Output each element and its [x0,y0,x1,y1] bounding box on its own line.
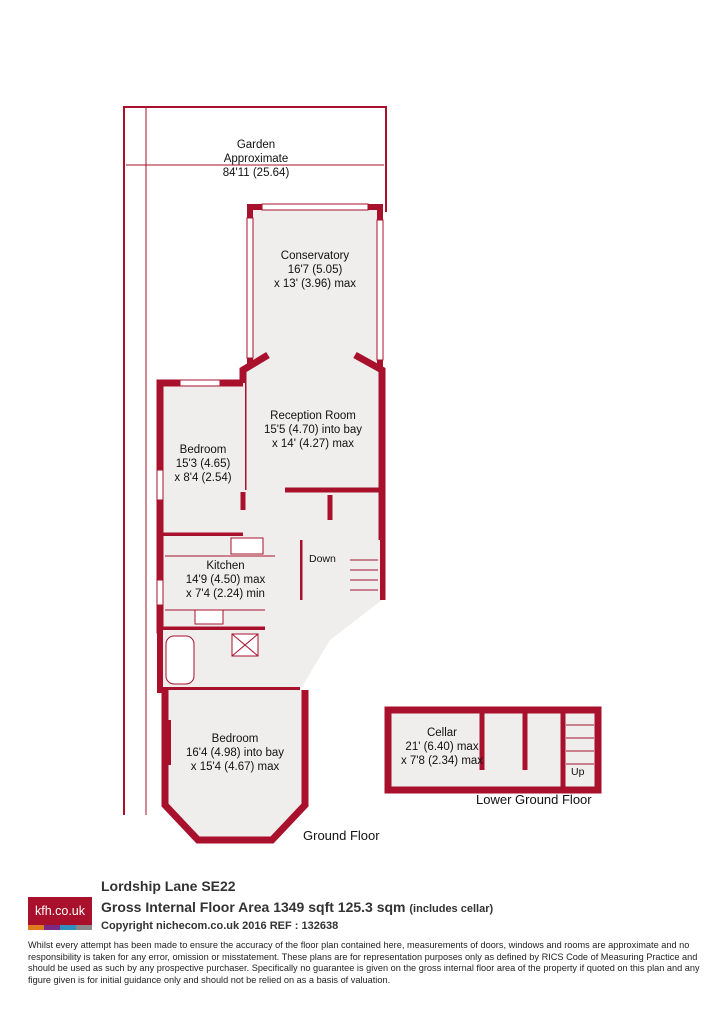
copyright: Copyright nichecom.co.uk 2016 REF : 1326… [101,920,339,932]
garden-dim: 84'11 (25.64) [222,167,290,179]
cellar-wall [384,706,602,794]
bedroom1-window-left [156,469,164,501]
reception-floor [243,335,382,490]
conservatory-window-left [246,217,254,359]
bedroom2-name: Bedroom [211,733,259,745]
logo-strip-orange [28,925,44,930]
logo-strip-grey [76,925,92,930]
cellar-label: Cellar 21' (6.40) max x 7'8 (2.34) max [392,726,492,768]
conservatory-dim2: x 13' (3.96) max [273,278,357,290]
cellar-name: Cellar [426,727,458,739]
bedroom2-wall [161,690,309,844]
stairs-down-label: Down [309,553,336,565]
kitchen-dim2: x 7'4 (2.24) min [186,588,265,600]
bedroom1-window-top [179,379,221,387]
bedroom1-dim2: x 8'4 (2.54) [174,472,232,484]
logo-strip-blue [60,925,76,930]
conservatory-window-top [261,203,369,211]
stairs-up-label: Up [571,766,585,778]
shower-cross-b [231,633,259,657]
cellar-stairs [566,724,594,765]
conservatory-window-right [376,219,384,361]
bedroom2-fireplace [165,720,171,765]
kitchen-window-left [156,579,164,606]
kitchen-name: Kitchen [206,560,245,572]
logo-text: kfh.co.uk [34,904,86,918]
bedroom2-floor [163,690,305,840]
hall-wall-mid [240,487,380,600]
bedroom1-label: Bedroom 15'3 (4.65) x 8'4 (2.54) [164,443,242,485]
floor-area-note: (includes cellar) [409,903,494,915]
bedroom2-label: Bedroom 16'4 (4.98) into bay x 15'4 (4.6… [170,732,300,774]
garden-name: Garden [236,139,276,151]
garden-approx: Approximate [223,153,289,165]
walls [123,106,602,844]
conservatory-label: Conservatory 16'7 (5.05) x 13' (3.96) ma… [255,249,375,291]
conservatory-name: Conservatory [280,250,350,262]
cellar-partitions [479,712,566,788]
logo-box [28,897,92,925]
kfh-logo: kfh.co.uk [28,897,92,931]
cellar-dim2: x 7'8 (2.34) max [400,755,484,767]
bedroom1-dim1: 15'3 (4.65) [175,458,231,470]
bedroom1-floor [160,383,245,536]
conservatory-dim1: 16'7 (5.05) [287,264,343,276]
reception-dim2: x 14' (4.27) max [271,438,355,450]
reception-name: Reception Room [270,410,356,422]
kitchen-floor [160,536,300,630]
garden-label: Garden Approximate 84'11 (25.64) [196,138,316,180]
logo-strip [28,925,92,930]
sink [194,609,224,625]
floor-area: Gross Internal Floor Area 1349 sqft 125.… [101,899,493,915]
stairs-treads [350,559,378,591]
logo-strip-purple [44,925,60,930]
reception-dim1: 15'5 (4.70) into bay [263,424,363,436]
disclaimer: Whilst every attempt has been made to en… [28,940,700,985]
reception-label: Reception Room 15'5 (4.70) into bay x 14… [248,409,378,451]
kitchen-dim1: 14'9 (4.50) max [185,574,266,586]
kitchen-label: Kitchen 14'9 (4.50) max x 7'4 (2.24) min [168,559,283,601]
floor-area-text: Gross Internal Floor Area 1349 sqft 125.… [101,899,406,915]
bedroom2-dim1: 16'4 (4.98) into bay [185,747,285,759]
garden-outline [123,106,387,815]
property-title: Lordship Lane SE22 [101,878,236,894]
cellar-dim1: 21' (6.40) max [405,741,479,753]
bedroom2-dim2: x 15'4 (4.67) max [190,761,280,773]
ground-floor-label: Ground Floor [303,828,380,843]
lower-ground-floor-label: Lower Ground Floor [476,792,592,807]
bedroom1-name: Bedroom [179,444,227,456]
bathtub [165,635,195,685]
hob [230,537,264,555]
